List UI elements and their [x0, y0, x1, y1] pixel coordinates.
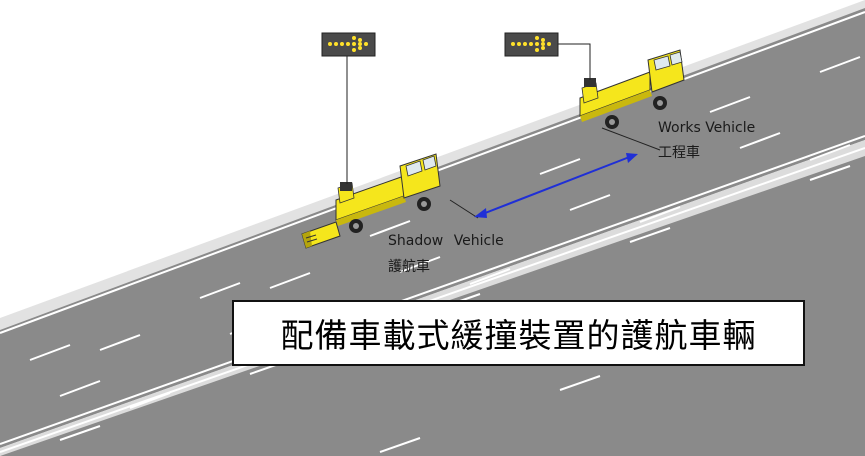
leader-line — [601, 127, 661, 151]
leader-line — [449, 199, 479, 219]
arrow-board-sign-icon — [504, 32, 559, 57]
leader-line — [558, 43, 591, 80]
caption-box: 配備車載式緩撞裝置的護航車輛 — [232, 300, 805, 366]
shadow-vehicle-label-zh: 護航車 — [388, 259, 430, 275]
works-vehicle-truck-icon — [579, 49, 685, 129]
works-vehicle-label-en: Works Vehicle — [658, 120, 756, 136]
arrow-board-sign-icon — [321, 32, 376, 57]
lane-dashes — [29, 2, 861, 409]
shadow-vehicle-truck-icon — [335, 153, 441, 233]
edge-line — [0, 135, 865, 445]
crash-cushion-icon — [301, 221, 341, 249]
works-vehicle-label-zh: 工程車 — [658, 145, 700, 161]
carriageway-upper — [0, 8, 865, 448]
shadow-vehicle-label-en: Shadow Vehicle — [388, 233, 504, 249]
double-arrow-icon — [474, 153, 638, 218]
